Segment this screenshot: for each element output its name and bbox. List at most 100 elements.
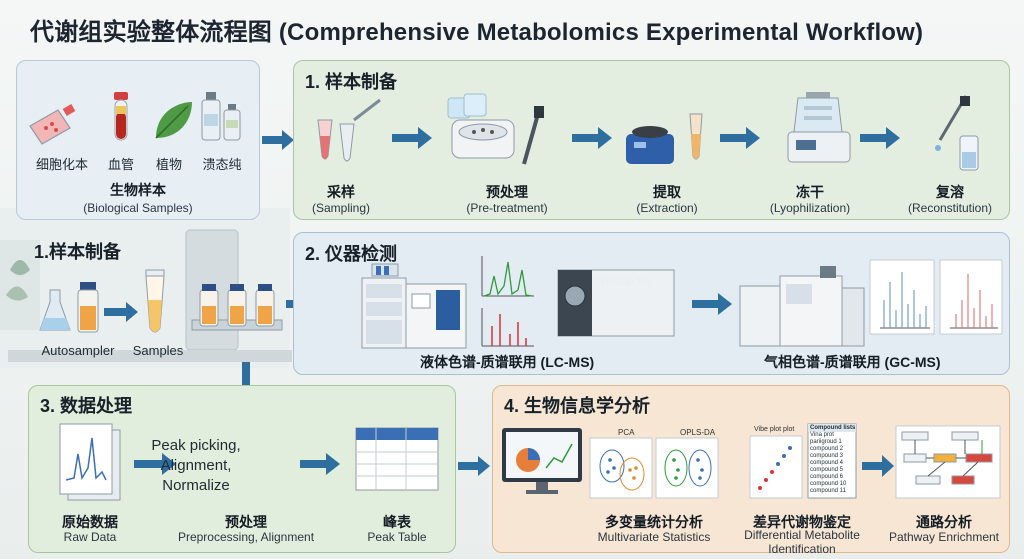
oplsda-plot-icon bbox=[655, 437, 719, 499]
bio-item-reagent: 溃态纯 bbox=[202, 157, 242, 172]
bio-sample-icons bbox=[29, 92, 241, 145]
compound-item: compound 10 bbox=[810, 481, 847, 487]
vibe-plot-label: Vibe plot plot bbox=[754, 426, 795, 433]
gcms-label: 气相色谱-质谱联用 (GC-MS) bbox=[764, 354, 941, 370]
raw-data-cn: 原始数据 bbox=[62, 514, 118, 530]
flask-icon bbox=[39, 289, 71, 331]
pca-plot-icon bbox=[589, 437, 653, 499]
raw-data-en: Raw Data bbox=[63, 530, 117, 544]
sample-tube-icon bbox=[145, 269, 165, 333]
prep-step-3-cn: 提取 bbox=[653, 184, 681, 200]
plant-leaf-icon bbox=[155, 102, 192, 139]
pathway-en: Pathway Enrichment bbox=[888, 530, 1000, 544]
compound-item: pariigroud 1 bbox=[810, 439, 842, 445]
bioinf-icons bbox=[502, 423, 1001, 499]
lcms-label: 液体色谱-质谱联用 (LC-MS) bbox=[420, 354, 595, 370]
lab-sample-icons bbox=[39, 269, 283, 333]
bioinf-arrow bbox=[862, 455, 894, 477]
diff-metabolite-cn: 差异代谢物鉴定 bbox=[753, 514, 851, 530]
centrifuge-icon bbox=[447, 93, 544, 165]
data-section-title: 3. 数据处理 bbox=[40, 396, 133, 416]
instrument-section-title: 2. 仪器检测 bbox=[305, 244, 398, 264]
prep-step-4-cn: 冻干 bbox=[796, 184, 824, 200]
peak-table-en: Peak Table bbox=[367, 530, 427, 544]
prep-step-2-cn: 预处理 bbox=[486, 184, 528, 200]
autosampler-vial-icon bbox=[77, 282, 99, 333]
blood-tube-icon bbox=[114, 92, 128, 141]
bioinf-section-title: 4. 生物信息学分析 bbox=[504, 396, 651, 416]
process-lines: Peak picking, Alignment, Normalize bbox=[136, 436, 256, 496]
lc-chromatogram-icon bbox=[481, 256, 534, 347]
diff-metabolite-en-2: Identification bbox=[768, 542, 836, 556]
pathway-diagram-icon bbox=[895, 425, 1001, 499]
compound-list-title: Compound lists bbox=[810, 425, 856, 431]
instrument-icons bbox=[361, 256, 1003, 349]
vibe-plot-icon bbox=[749, 435, 803, 499]
bio-item-plant: 植物 bbox=[155, 157, 183, 172]
prep-step-1-cn: 采样 bbox=[327, 184, 355, 200]
monitor-icon bbox=[502, 428, 582, 494]
peak-table-icon bbox=[355, 427, 439, 491]
process-line-1: Peak picking, bbox=[151, 437, 241, 454]
orbitrap-ms-icon bbox=[557, 269, 675, 337]
peak-table-cn: 峰表 bbox=[383, 514, 411, 530]
samples-label: Samples bbox=[132, 343, 184, 358]
compound-item: compound 3 bbox=[810, 453, 844, 459]
prep-step-3-en: (Extraction) bbox=[636, 201, 698, 215]
multivariate-en: Multivariate Statistics bbox=[597, 530, 711, 544]
instrument-arrow bbox=[692, 293, 732, 315]
compound-item: compound 5 bbox=[810, 467, 844, 473]
gc-system-icon bbox=[739, 266, 865, 347]
gc-spectrum-icon bbox=[869, 259, 1003, 335]
autosampler-label: Autosampler bbox=[41, 343, 115, 358]
process-line-3: Normalize bbox=[162, 477, 230, 494]
compound-list: Compound lists Vina prot pariigroud 1 co… bbox=[810, 425, 856, 495]
compound-item: compound 2 bbox=[810, 446, 844, 452]
page-title: 代谢组实验整体流程图 (Comprehensive Metabolomics E… bbox=[30, 19, 924, 46]
lab-arrow bbox=[104, 302, 138, 322]
prep-section-title: 1. 样本制备 bbox=[305, 72, 398, 92]
lc-system-icon bbox=[361, 263, 467, 349]
prep-arrow-3 bbox=[720, 127, 760, 149]
prep-step-icons bbox=[317, 92, 979, 171]
bio-item-cell: 细胞化本 bbox=[35, 157, 89, 172]
prep-step-1-en: (Sampling) bbox=[311, 201, 371, 215]
oplsda-label: OPLS-DA bbox=[680, 428, 716, 437]
compound-list-icon bbox=[807, 423, 857, 499]
prep-step-2-en: (Pre-treatment) bbox=[466, 201, 548, 215]
prep-arrow-4 bbox=[860, 127, 900, 149]
lab-section-title: 1.样本制备 bbox=[34, 242, 122, 262]
vortex-icon bbox=[626, 113, 703, 164]
multivariate-cn: 多变量统计分析 bbox=[605, 514, 703, 530]
prep-arrow-1 bbox=[392, 127, 432, 149]
preprocess-cn: 预处理 bbox=[225, 514, 267, 530]
pca-label: PCA bbox=[618, 428, 635, 437]
lyophilizer-icon bbox=[787, 92, 851, 163]
prep-arrow-2 bbox=[572, 127, 612, 149]
arrow-bio-to-prep bbox=[262, 130, 294, 150]
prep-step-4-en: (Lyophilization) bbox=[769, 201, 851, 215]
arrow-data-to-bioinf bbox=[458, 456, 490, 476]
cell-flask-icon bbox=[29, 104, 76, 145]
diff-metabolite-en-1: Differential Metabolite bbox=[744, 528, 860, 542]
data-arrow-1 bbox=[134, 453, 176, 475]
orbitrap-label: Orbitrap MS bbox=[594, 276, 654, 288]
bio-item-blood: 血管 bbox=[107, 157, 135, 172]
pathway-cn: 通路分析 bbox=[916, 514, 972, 530]
compound-item: compound 11 bbox=[810, 488, 846, 494]
reconstitution-icon bbox=[935, 95, 979, 171]
sampling-icon bbox=[317, 98, 381, 162]
preprocess-en: Preprocessing, Alignment bbox=[177, 530, 315, 544]
process-line-2: Alignment, bbox=[160, 457, 232, 474]
bio-caption-cn: 生物样本 bbox=[110, 182, 166, 198]
raw-data-document-icon bbox=[59, 423, 121, 501]
prep-step-5-en: (Reconstitution) bbox=[907, 201, 993, 215]
data-arrow-2 bbox=[300, 453, 340, 475]
prep-step-5-cn: 复溶 bbox=[936, 184, 964, 200]
bio-caption-en: (Biological Samples) bbox=[83, 201, 193, 215]
compound-item: compound 6 bbox=[810, 474, 844, 480]
biological-samples-panel bbox=[16, 60, 260, 220]
data-processing-icons bbox=[59, 423, 439, 501]
sample-rack-icon bbox=[191, 284, 283, 331]
compound-item: compound 4 bbox=[810, 460, 844, 466]
